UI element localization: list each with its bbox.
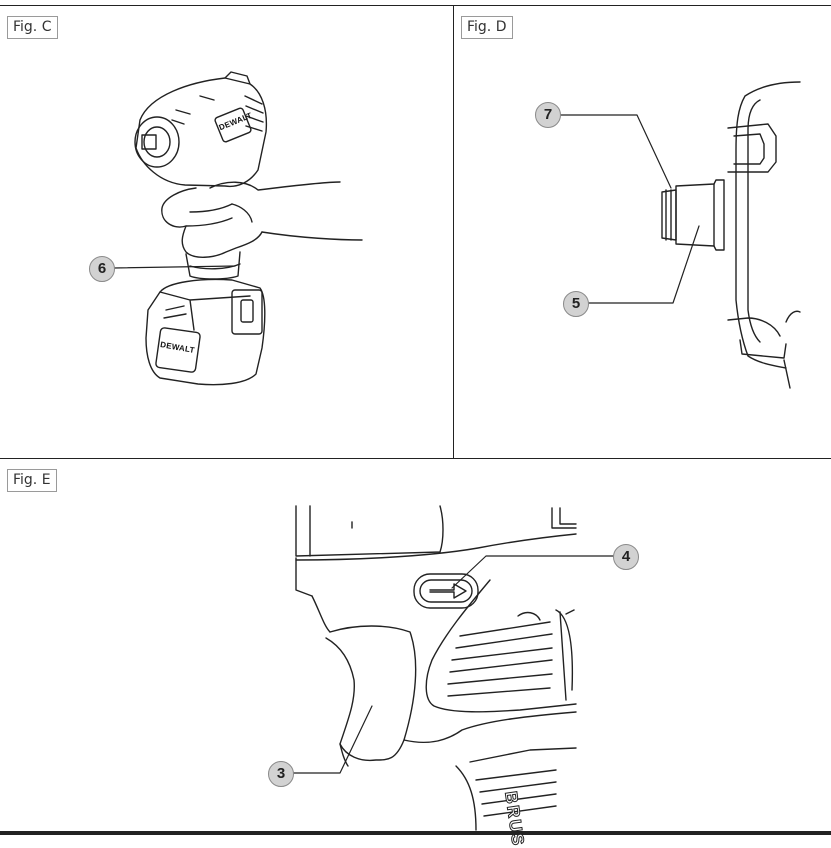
horizontal-divider	[0, 458, 831, 459]
callout-3: 3	[268, 761, 294, 787]
vertical-divider	[453, 5, 454, 458]
fig-d-label: Fig. D	[461, 16, 513, 39]
callout-7: 7	[535, 102, 561, 128]
fig-d-illustration	[661, 81, 801, 389]
top-border	[0, 5, 831, 6]
fig-e-label: Fig. E	[7, 469, 57, 492]
fig-c-illustration	[134, 71, 363, 386]
bottom-border	[0, 831, 831, 835]
fig-e-illustration	[295, 505, 577, 831]
callout-6: 6	[89, 256, 115, 282]
fig-c-label: Fig. C	[7, 16, 58, 39]
callout-4: 4	[613, 544, 639, 570]
callout-5: 5	[563, 291, 589, 317]
